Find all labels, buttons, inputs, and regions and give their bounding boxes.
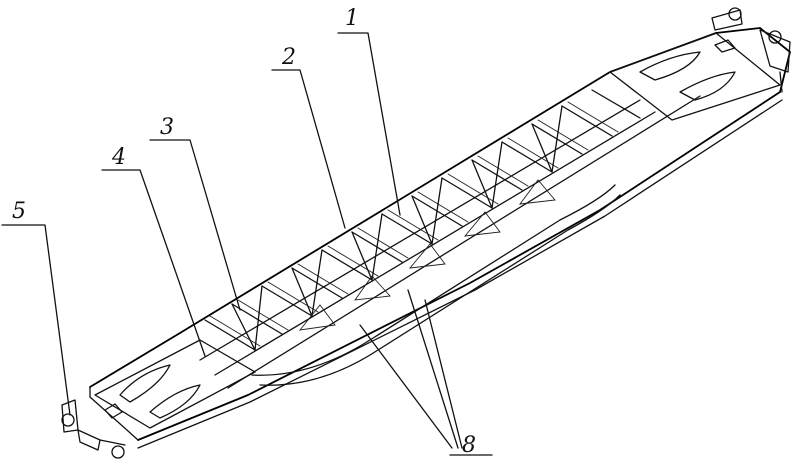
callout-8-label: 8 <box>462 433 476 458</box>
callout-3-label: 3 <box>160 115 174 140</box>
callout-1-label: 1 <box>345 6 359 31</box>
right-coupler <box>711 7 791 93</box>
callout-8: 8 <box>359 289 493 458</box>
callout-5-label: 5 <box>12 199 26 224</box>
callout-2: 2 <box>271 45 346 229</box>
left-end-platform <box>94 339 256 429</box>
callout-3: 3 <box>149 115 241 311</box>
right-end-platform <box>609 32 781 121</box>
callout-1: 1 <box>337 6 401 216</box>
callout-4-label: 4 <box>111 145 126 170</box>
callout-2-label: 2 <box>281 45 296 70</box>
left-coupler <box>61 399 126 459</box>
callout-5: 5 <box>1 199 71 416</box>
cross-members <box>204 89 641 351</box>
callout-4: 4 <box>101 145 206 357</box>
truss-braces <box>231 105 563 351</box>
frame-outline <box>89 27 791 449</box>
